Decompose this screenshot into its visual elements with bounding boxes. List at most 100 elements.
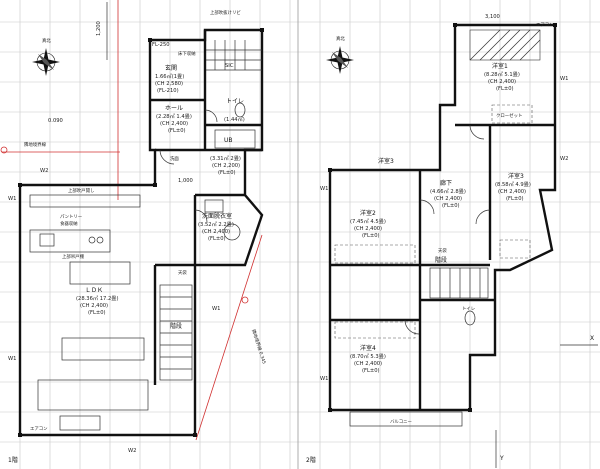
survey-point-icon <box>241 296 249 304</box>
void-hatch <box>469 29 541 61</box>
kitchen-label: 上部吊戸棚 <box>62 253 85 260</box>
room1-ch: (CH 2,400) <box>488 79 516 85</box>
room3-ch: (CH 2,400) <box>498 189 526 195</box>
balcony-label: バルコニー <box>390 419 412 425</box>
washroom-ch: (CH 2,400) <box>202 229 230 235</box>
room3-corner-label: 洋室3 <box>378 157 394 165</box>
ub-area: (3.31㎡ 2畳) <box>210 154 241 162</box>
entrance-name: 玄関 <box>165 64 177 72</box>
compass-star-icon <box>326 46 354 74</box>
vanity-label: 洗面 <box>170 155 179 162</box>
north-label-1f: 真北 <box>42 37 51 44</box>
sink-icon <box>39 233 55 247</box>
square-marker-icon <box>468 408 472 412</box>
balcony-outline <box>349 411 463 427</box>
door-swing <box>419 199 435 215</box>
kitchen-storage-label: 食器収納 <box>60 220 78 227</box>
stairs-label-2f: 階段 <box>435 256 447 264</box>
axis-x-label: X <box>590 335 594 342</box>
square-marker-icon <box>328 168 332 172</box>
room2-name: 洋室2 <box>360 209 376 217</box>
tv-board-icon <box>59 415 101 431</box>
room4-fl: (FL±0) <box>362 368 380 374</box>
kitchen-upper-cabinet <box>29 194 141 208</box>
square-marker-icon <box>328 408 332 412</box>
closet-outline <box>334 244 416 264</box>
kitchen-counter <box>29 229 111 253</box>
stove-icon <box>96 236 104 244</box>
window-w1-2f-b: W1 <box>320 376 328 382</box>
survey-point-icon <box>0 146 8 154</box>
ub-name: UB <box>224 137 233 144</box>
entrance-fl: (FL-210) <box>157 88 179 94</box>
closet-label-2f: クローゼット <box>496 112 522 119</box>
aircon-label-2f: エアコン <box>536 22 554 28</box>
entrance-area: 1.66㎡(1畳) <box>155 72 184 80</box>
bathtub-icon <box>214 129 256 149</box>
door-swing <box>204 109 218 123</box>
floor1-label: 1階 <box>8 456 18 464</box>
room1-fl: (FL±0) <box>496 86 514 92</box>
pantry-label: パントリー <box>60 214 82 220</box>
kitchen-island <box>69 261 131 285</box>
window-w1-2f: W1 <box>320 186 328 192</box>
road-label: 隣地境界線 <box>24 141 47 148</box>
toilet-name: トイレ <box>226 98 244 105</box>
window-w1-2f-c: W1 <box>560 76 568 82</box>
floor1-plan: 真北 1,200 上部吹抜けリビ <box>0 0 268 464</box>
ldk-fl: (FL±0) <box>88 310 106 316</box>
toilet-label-2f: トイレ <box>462 307 475 312</box>
aircon-label-1f: エアコン <box>30 426 48 432</box>
dining-table-icon <box>37 379 149 411</box>
hall-name: ホール <box>165 105 183 112</box>
boundary-dim: 隣地境界線 0.345 <box>250 328 268 365</box>
living-upper-label: 上部吹戸開し <box>68 187 94 194</box>
stairs-2f <box>429 267 489 299</box>
toilet-icon <box>464 310 476 326</box>
dim-1200: 1,200 <box>96 21 102 36</box>
room2-ch: (CH 2,400) <box>354 226 382 232</box>
door-swing <box>469 124 485 140</box>
room2-fl: (FL±0) <box>362 233 380 239</box>
door-swing <box>475 209 491 225</box>
dim-1090: 0.090 <box>48 118 63 124</box>
hall-ch: (CH 2,400) <box>160 121 188 127</box>
stairs-label-1f: 階段 <box>170 322 182 330</box>
room3-fl: (FL±0) <box>506 196 524 202</box>
square-marker-icon <box>260 28 264 32</box>
north-label-2f: 真北 <box>336 35 345 42</box>
ub-fl: (FL±0) <box>218 170 236 176</box>
compass-star-icon <box>32 48 60 76</box>
door-swing <box>194 209 208 223</box>
floor2-plan: 真北 <box>306 14 598 468</box>
stairs-1f <box>159 284 193 381</box>
door-swing <box>404 319 420 335</box>
void-hatch-lines <box>469 29 541 61</box>
storage-label: 床下収納 <box>178 50 196 57</box>
washroom-area: (3.52㎡ 2.2畳) <box>198 220 234 228</box>
corridor-ch: (CH 2,400) <box>434 196 462 202</box>
corridor-name: 廊下 <box>440 179 452 187</box>
square-marker-icon <box>18 183 22 187</box>
ldk-area: (28.36㎡ 17.2畳) <box>76 294 118 302</box>
square-marker-icon <box>453 23 457 27</box>
room3-area: (8.58㎡ 4.9畳) <box>495 180 531 188</box>
room1-area: (8.28㎡ 5.1畳) <box>484 70 520 78</box>
sic-label: SIC <box>225 63 234 69</box>
road-line-1f <box>195 234 263 441</box>
room2-area: (7.45㎡ 4.5畳) <box>350 217 386 225</box>
window-w2-1f: W2 <box>40 168 48 174</box>
storage2-label: 天袋 <box>178 269 187 276</box>
fl-top: FL-250 <box>152 42 170 48</box>
door-swing <box>159 149 175 165</box>
washbasin-icon <box>204 199 224 213</box>
dim-top-2f: 3,100 <box>485 14 500 20</box>
washroom-fl: (FL±0) <box>208 236 226 242</box>
hall-fl: (FL±0) <box>168 128 186 134</box>
square-marker-icon <box>553 23 557 27</box>
corridor-fl: (FL±0) <box>442 203 460 209</box>
window-w1-1f-c: W1 <box>212 306 220 312</box>
storage-label-2f: 天袋 <box>438 247 447 254</box>
hall-area: (2.28㎡ 1.4畳) <box>156 112 192 120</box>
